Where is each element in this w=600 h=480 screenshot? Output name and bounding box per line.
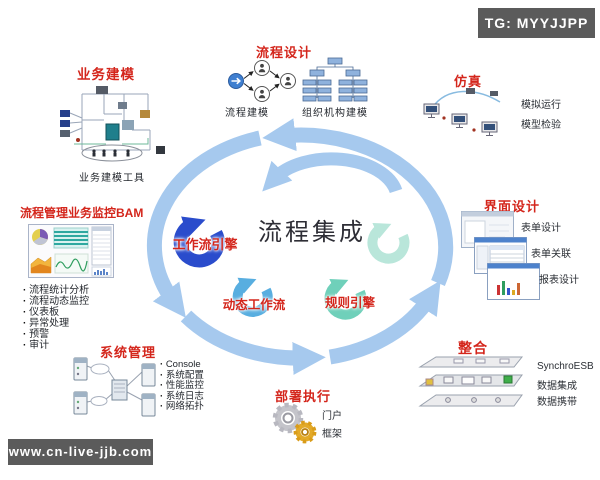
bam-item: 审计	[23, 340, 89, 351]
integration-title: 整合	[458, 340, 488, 356]
integration-platform-illustration	[418, 356, 524, 407]
system-item: 性能监控	[160, 380, 204, 392]
org-chart-caption: 组织机构建模	[302, 108, 368, 119]
deployment-item-framework: 框架	[322, 429, 342, 440]
business-modeling-title: 业务建模	[77, 67, 135, 82]
system-item: 系统日志	[160, 391, 204, 403]
deployment-item-portal: 门户	[322, 411, 342, 422]
business-modeling-caption: 业务建模工具	[79, 173, 145, 184]
bam-item: 异常处理	[23, 318, 89, 329]
rule-engine-label: 规则引擎	[324, 296, 375, 310]
system-item: 网络拓扑	[160, 401, 204, 413]
process-model-illustration	[228, 60, 296, 102]
system-item: Console	[160, 359, 204, 371]
top-watermark: TG: MYYJJPP	[478, 8, 595, 38]
rule-engine-cycle-icon	[324, 278, 367, 320]
ui-design-item-link: 表单关联	[531, 249, 571, 260]
ui-design-windows-illustration	[461, 211, 540, 300]
ui-design-item-form: 表单设计	[521, 223, 561, 234]
process-design-title: 流程设计	[255, 45, 312, 60]
dynamic-workflow-cycle-icon	[232, 277, 273, 317]
gears-icon	[272, 402, 317, 444]
ui-design-title: 界面设计	[483, 199, 540, 214]
simulation-title: 仿真	[453, 74, 482, 89]
integration-item-data: 数据集成	[537, 381, 577, 392]
system-management-illustration	[73, 357, 156, 417]
dynamic-workflow-label: 动态工作流	[222, 298, 286, 312]
center-title: 流程集成	[258, 218, 366, 246]
business-modeling-illustration	[60, 86, 165, 162]
pale-cycle-icon	[367, 222, 410, 264]
simulation-item-run: 模拟运行	[521, 100, 561, 111]
workflow-engine-label: 工作流引擎	[172, 237, 238, 252]
bam-item: 仪表板	[23, 307, 89, 318]
integration-item-esb: SynchroESB	[537, 361, 594, 372]
deployment-title: 部署执行	[274, 389, 331, 404]
system-management-list: Console 系统配置 性能监控 系统日志 网络拓扑	[160, 359, 204, 413]
org-chart-illustration	[302, 57, 368, 102]
bam-feature-list: 流程统计分析 流程动态监控 仪表板 异常处理 预警 审计	[23, 285, 89, 351]
workflow-engine-cycle-icon	[173, 216, 225, 268]
system-item: 系统配置	[160, 370, 204, 382]
process-model-caption: 流程建模	[225, 108, 269, 119]
bam-item: 预警	[23, 329, 89, 340]
bam-item: 流程统计分析	[23, 285, 89, 296]
bam-title: 流程管理业务监控BAM	[20, 206, 144, 220]
ui-design-item-report: 报表设计	[539, 275, 579, 286]
integration-item-carry: 数据携带	[537, 397, 577, 408]
bam-item: 流程动态监控	[23, 296, 89, 307]
bottom-watermark: www.cn-live-jjb.com	[8, 439, 153, 465]
simulation-illustration	[423, 88, 501, 136]
bam-dashboard-illustration	[28, 224, 114, 278]
system-management-title: 系统管理	[99, 345, 156, 360]
simulation-item-verify: 模型检验	[521, 120, 561, 131]
